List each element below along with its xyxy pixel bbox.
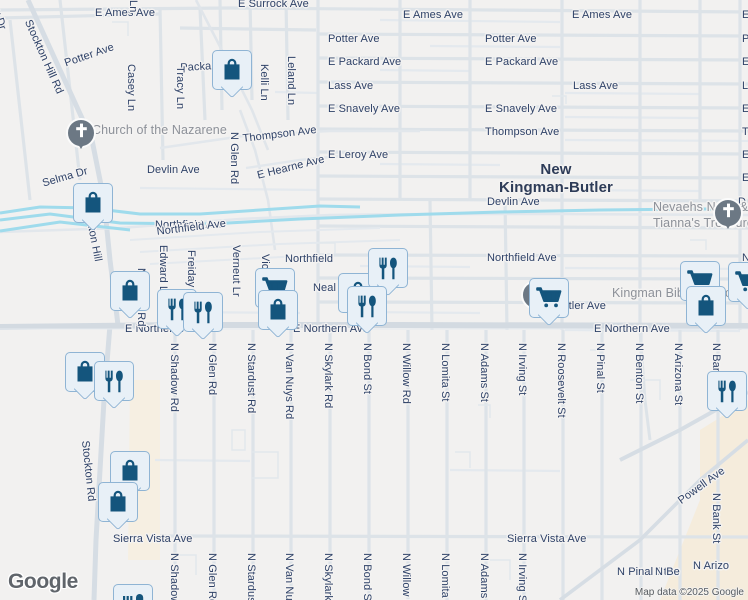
shopping-bag-icon	[107, 490, 129, 514]
restaurant-icon	[191, 300, 215, 325]
building-outlines	[112, 21, 707, 580]
google-logo[interactable]: Google	[8, 570, 78, 593]
map-attribution: Map data ©2025 Google	[634, 587, 744, 598]
land-polygons	[128, 380, 748, 600]
restaurant-icon	[376, 256, 400, 281]
shopping-bag-icon	[82, 191, 104, 215]
restaurant-icon	[715, 379, 739, 404]
church-cross-icon	[722, 203, 735, 223]
shopping-bag-icon	[119, 279, 141, 303]
marker-church-of-the-nazarene[interactable]	[66, 118, 96, 148]
shopping-cart-icon	[536, 287, 562, 309]
pin-shop-stockton-lower-c[interactable]	[98, 482, 138, 522]
pin-restaurant-stockton-lower[interactable]	[94, 361, 134, 401]
pin-shop-stockton-upper[interactable]	[73, 183, 113, 223]
bar-icon	[121, 593, 145, 600]
shopping-cart-icon	[735, 271, 748, 293]
streets-vertical-lower	[173, 330, 720, 600]
pin-shop-sierra[interactable]	[110, 271, 150, 311]
pin-cart-bible-church[interactable]	[529, 278, 569, 318]
shopping-bag-icon	[221, 58, 243, 82]
pin-shop-arizona[interactable]	[686, 286, 726, 326]
pin-cart-bank[interactable]	[728, 262, 748, 302]
pin-bar-bottom[interactable]	[113, 584, 153, 600]
shopping-bag-icon	[695, 294, 717, 318]
shopping-bag-icon	[119, 459, 141, 483]
shopping-bag-icon	[74, 360, 96, 384]
pin-restaurant-bank[interactable]	[707, 371, 747, 411]
marker-nevaehs-nook[interactable]	[713, 198, 743, 228]
pin-shop-packard[interactable]	[212, 50, 252, 90]
pin-shop-vic[interactable]	[258, 290, 298, 330]
pin-restaurant-edward[interactable]	[183, 292, 223, 332]
pin-restaurant-northern[interactable]	[347, 286, 387, 326]
church-cross-icon	[75, 123, 88, 143]
restaurant-icon	[102, 369, 126, 394]
shopping-bag-icon	[267, 298, 289, 322]
streets-minor	[139, 18, 748, 473]
restaurant-icon	[355, 294, 379, 319]
waterway	[0, 204, 748, 233]
pin-restaurant-northfield[interactable]	[368, 248, 408, 288]
